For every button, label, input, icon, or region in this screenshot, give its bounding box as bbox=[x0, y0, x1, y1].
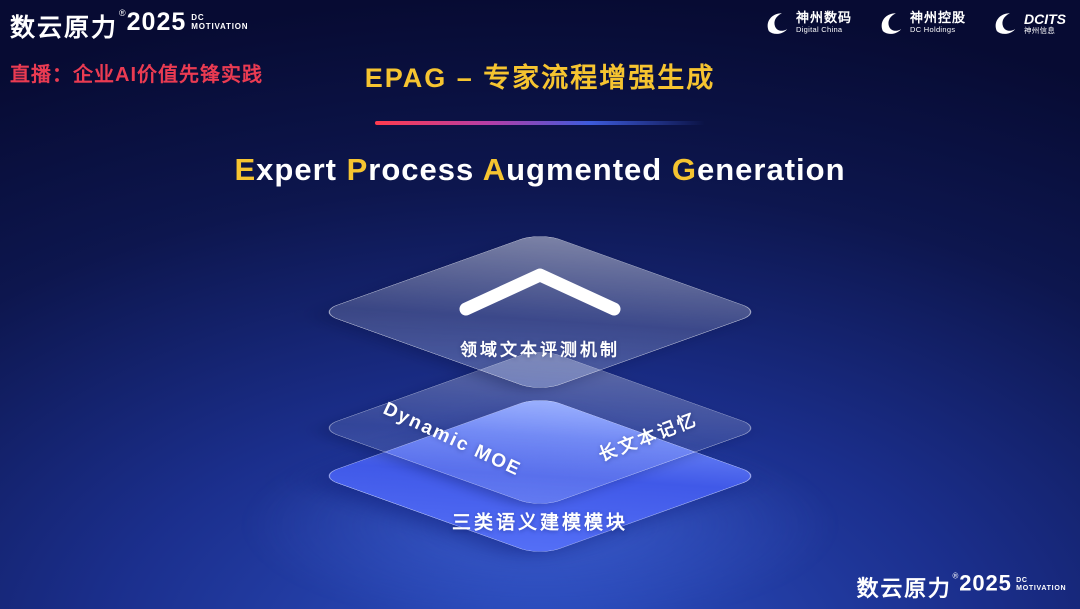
brand-tag-bottom: MOTIVATION bbox=[191, 22, 249, 32]
heading-part: ugmented bbox=[506, 152, 672, 187]
brand-wordmark: 数云原力 bbox=[856, 576, 952, 602]
brand-logo-top-left: 数云原力 ® 2025 DC MOTIVATION bbox=[10, 8, 248, 44]
swoosh-icon bbox=[878, 10, 904, 36]
swoosh-icon bbox=[992, 10, 1018, 36]
partner-name-en: DC Holdings bbox=[909, 25, 956, 35]
partner-text: 神州数码 Digital China bbox=[795, 10, 852, 35]
brand-tag-top: DC bbox=[1015, 575, 1028, 584]
brand-tag-bottom: MOTIVATION bbox=[1015, 583, 1066, 592]
layer-top-label: 领域文本评测机制 bbox=[460, 340, 620, 360]
brand-tag-top: DC bbox=[191, 13, 205, 22]
title-underline bbox=[375, 121, 705, 125]
partner-name-cn: 神州数码 bbox=[795, 10, 852, 26]
brand-logo-bottom-right: 数云原力 ® 2025 DC MOTIVATION bbox=[856, 571, 1066, 603]
chevron-up-icon bbox=[450, 261, 630, 323]
heading-part: E bbox=[234, 152, 257, 187]
brand-year: 2025 bbox=[958, 571, 1012, 596]
brand-year: 2025 bbox=[126, 8, 187, 36]
partner-logo-digital-china: 神州数码 Digital China bbox=[764, 10, 852, 36]
brand-tagline: DC MOTIVATION bbox=[1016, 576, 1066, 592]
partner-name-en: 神州信息 bbox=[1024, 25, 1056, 35]
partner-text: 神州控股 DC Holdings bbox=[909, 10, 966, 35]
heading-part: G bbox=[671, 152, 697, 187]
swoosh-icon bbox=[764, 10, 790, 36]
partner-name-cn: DCITS bbox=[1024, 10, 1066, 27]
layer-bottom-label: 三类语义建模模块 bbox=[451, 512, 629, 534]
brand-tagline: DC MOTIVATION bbox=[191, 13, 248, 31]
partner-logo-dc-holdings: 神州控股 DC Holdings bbox=[878, 10, 966, 36]
heading-part: A bbox=[482, 152, 507, 187]
live-label: 直播：企业AI价值先锋实践 bbox=[10, 64, 263, 86]
partner-name-en: Digital China bbox=[795, 25, 843, 35]
page-title: EPAG – 专家流程增强生成 bbox=[364, 63, 716, 93]
heading-part: eneration bbox=[696, 152, 846, 187]
partner-logos: 神州数码 Digital China 神州控股 DC Holdings DCIT… bbox=[764, 10, 1066, 36]
heading-part: P bbox=[346, 152, 369, 187]
partner-text: DCITS 神州信息 bbox=[1024, 11, 1066, 36]
brand-registered-mark: ® bbox=[952, 571, 959, 581]
partner-logo-dcits: DCITS 神州信息 bbox=[992, 10, 1066, 36]
partner-name-cn: 神州控股 bbox=[909, 10, 966, 26]
main-heading: Expert Process Augmented Generation bbox=[0, 152, 1080, 188]
heading-part: xpert bbox=[256, 152, 347, 187]
brand-wordmark: 数云原力 bbox=[10, 14, 119, 42]
brand-registered-mark: ® bbox=[119, 8, 126, 18]
heading-part: rocess bbox=[368, 152, 483, 187]
